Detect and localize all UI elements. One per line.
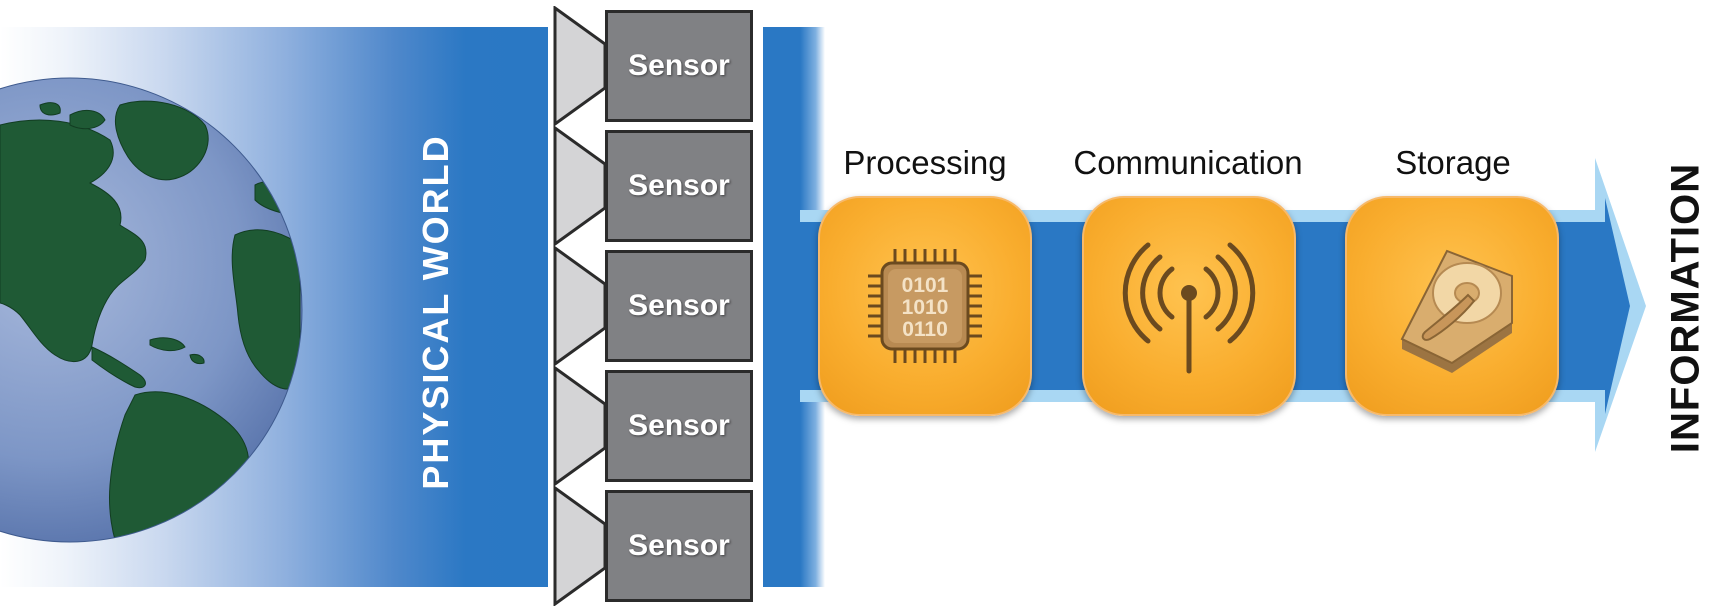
sensor-box: Sensor [605, 490, 753, 602]
antenna-icon [1122, 242, 1256, 374]
sensor-label: Sensor [628, 289, 730, 322]
sensor-box: Sensor [605, 370, 753, 482]
information-label: INFORMATION [1663, 162, 1708, 454]
sensor-column: Sensor Sensor Sensor Sensor Sensor [553, 6, 761, 606]
sensor-box: Sensor [605, 250, 753, 362]
sensor-1: Sensor [553, 6, 761, 126]
sensor-label: Sensor [628, 529, 730, 562]
chip-icon: 0101 1010 0110 [868, 249, 982, 363]
sensor-label: Sensor [628, 409, 730, 442]
sensor-3: Sensor [553, 246, 761, 366]
globe-icon [0, 77, 303, 543]
hard-drive-icon [1400, 249, 1513, 373]
storage-tile [1345, 196, 1559, 416]
sensor-5: Sensor [553, 486, 761, 606]
sensor-4: Sensor [553, 366, 761, 486]
chip-text-line-2: 1010 [902, 296, 949, 319]
sensor-box: Sensor [605, 10, 753, 122]
stage-label-storage: Storage [1395, 144, 1511, 181]
stage-label-communication: Communication [1073, 144, 1303, 181]
communication-tile [1082, 196, 1296, 416]
chip-text-line-1: 0101 [902, 274, 949, 297]
sensor-label: Sensor [628, 49, 730, 82]
sensor-box: Sensor [605, 130, 753, 242]
chip-text-line-3: 0110 [902, 318, 948, 341]
processing-tile: 0101 1010 0110 [818, 196, 1032, 416]
sensor-label: Sensor [628, 169, 730, 202]
sensor-2: Sensor [553, 126, 761, 246]
stage-label-processing: Processing [843, 144, 1007, 181]
